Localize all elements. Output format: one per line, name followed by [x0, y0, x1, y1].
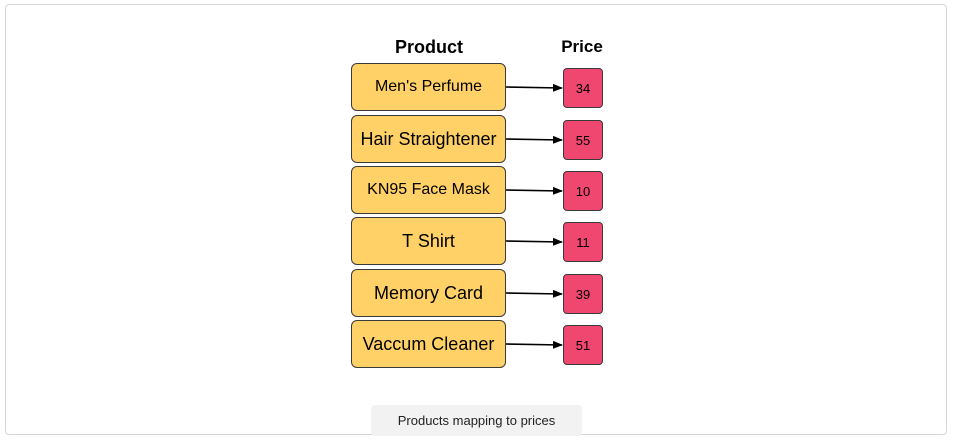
product-box-vaccum-cleaner: Vaccum Cleaner [351, 320, 506, 368]
price-value: 11 [576, 234, 590, 250]
product-box-t-shirt: T Shirt [351, 217, 506, 265]
price-value: 34 [575, 80, 591, 96]
price-box-10: 10 [563, 171, 603, 211]
price-value: 55 [575, 132, 591, 148]
product-label: Hair Straightener [360, 128, 497, 149]
product-label: KN95 Face Mask [367, 181, 490, 198]
product-label: Memory Card [373, 282, 484, 303]
product-box-memory-card: Memory Card [351, 269, 506, 317]
product-label: Men's Perfume [374, 78, 483, 95]
price-box-55: 55 [563, 120, 603, 160]
price-column-header: Price [561, 37, 603, 56]
price-box-51: 51 [563, 325, 603, 365]
diagram-caption: Products mapping to prices [371, 405, 582, 436]
price-value: 39 [575, 286, 591, 302]
product-column-header: Product [394, 37, 463, 57]
product-label: T Shirt [402, 230, 455, 251]
product-box-mens-perfume: Men's Perfume [351, 63, 506, 111]
price-value: 10 [575, 183, 591, 199]
product-label: Vaccum Cleaner [362, 333, 495, 354]
product-box-hair-straightener: Hair Straightener [351, 115, 506, 163]
product-box-kn95-face-mask: KN95 Face Mask [351, 166, 506, 214]
price-box-39: 39 [563, 274, 603, 314]
price-value: 51 [575, 337, 591, 353]
price-box-11: 11 [563, 222, 603, 262]
price-box-34: 34 [563, 68, 603, 108]
